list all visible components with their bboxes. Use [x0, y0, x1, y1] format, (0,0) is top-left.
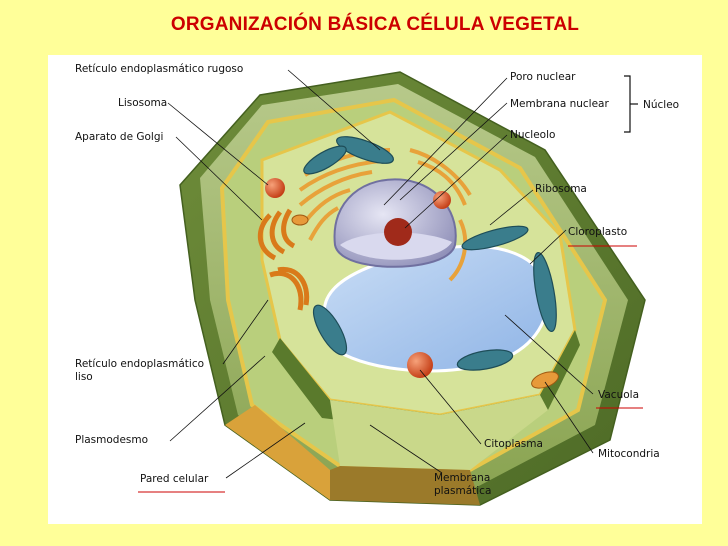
label-plasma-membrane-1: Membrana: [434, 472, 490, 484]
label-nuclear-pore: Poro nuclear: [510, 71, 576, 83]
golgi-apparatus: [258, 208, 310, 311]
label-smooth-er-2: liso: [75, 371, 93, 383]
label-cell-wall: Pared celular: [140, 473, 209, 485]
red-underlines: [138, 245, 643, 493]
mitochondria: [291, 214, 559, 389]
label-nuclear-membrane: Membrana nuclear: [510, 98, 609, 110]
label-plasma-membrane-2: plasmática: [434, 485, 491, 497]
nucleus: [333, 178, 457, 268]
label-nucleolus: Nucleolo: [510, 129, 555, 141]
label-plasmodesm: Plasmodesmo: [75, 434, 148, 446]
nucleus-bracket: [624, 75, 638, 133]
label-chloroplast: Cloroplasto: [568, 226, 627, 238]
label-cytoplasm: Citoplasma: [484, 438, 543, 450]
label-lysosome: Lisosoma: [118, 97, 167, 109]
label-vacuole: Vacuola: [598, 389, 639, 401]
label-rough-er: Retículo endoplasmático rugoso: [75, 63, 243, 75]
label-golgi: Aparato de Golgi: [75, 131, 163, 143]
ribosome-ball: [407, 352, 433, 378]
chloroplasts: [303, 136, 557, 371]
lysosome-2: [433, 191, 451, 209]
lysosome: [265, 178, 285, 198]
label-nucleus: Núcleo: [643, 99, 679, 111]
nucleolus: [384, 218, 412, 246]
page-title: ORGANIZACIÓN BÁSICA CÉLULA VEGETAL: [170, 14, 580, 35]
label-ribosome: Ribosoma: [535, 183, 587, 195]
label-smooth-er-1: Retículo endoplasmático: [75, 358, 204, 370]
label-mitochondria: Mitocondria: [598, 448, 660, 460]
leader-lines: [167, 69, 594, 479]
